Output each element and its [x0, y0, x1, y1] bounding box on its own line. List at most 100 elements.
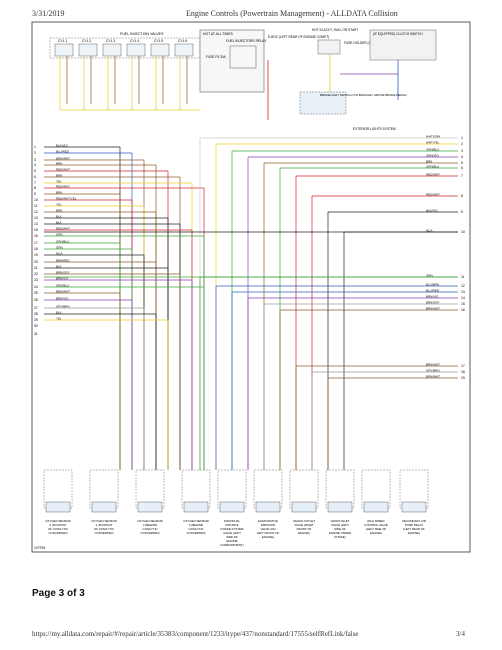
left-wire-label: GRN/BLU	[56, 239, 69, 243]
injector-3-box	[102, 43, 122, 57]
fuse-holder-label: FUSE HOLDER (GLOVE BOX)	[344, 41, 388, 45]
left-wire-label: BRN/GRY	[56, 270, 70, 274]
component-6-symbol	[255, 501, 281, 513]
left-pin-number: 7	[34, 181, 36, 185]
left-wire-label: BRN	[56, 161, 62, 165]
left-pin-number: 24	[34, 285, 38, 289]
brakelight-switch-box	[299, 91, 347, 115]
right-pin-number: 12	[461, 284, 465, 288]
diagram-id: 107976	[34, 546, 45, 550]
component-8-symbol	[327, 501, 353, 513]
footer-url: https://my.alldata.com/repair/#/repair/a…	[32, 630, 359, 638]
left-wire-label: YEL	[56, 202, 62, 206]
injector-4-label: CYL 4	[130, 39, 139, 43]
footer-page: 3/4	[456, 630, 465, 638]
left-pin-number: 8	[34, 186, 36, 190]
right-wire-label: BRN/GRY	[426, 300, 440, 304]
left-pin-number: 6	[34, 175, 36, 179]
right-wire-label: GRN/VIO	[426, 153, 439, 157]
left-wire-label: BRN/VIO	[56, 276, 69, 280]
right-pin-number: 2	[461, 142, 463, 146]
component-7-symbol	[291, 501, 317, 513]
left-wire-label: BRN/WHT	[56, 289, 70, 293]
left-pin-number: 29	[34, 318, 38, 322]
right-pin-number: 6	[461, 166, 463, 170]
right-pin-number: 18	[461, 370, 465, 374]
left-pin-number: 23	[34, 278, 38, 282]
left-pin-number: 28	[34, 312, 38, 316]
injector-6-box	[174, 43, 194, 57]
left-pin-number: 13	[34, 216, 38, 220]
right-pin-number: 1	[461, 136, 463, 140]
left-wire-label: BRN	[56, 208, 62, 212]
left-pin-number: 5	[34, 169, 36, 173]
left-wire-label: BLK	[56, 220, 62, 224]
relay-box	[199, 29, 265, 93]
relay-label: FUEL INJECTORS RELAY	[226, 39, 267, 43]
left-pin-number: 21	[34, 266, 38, 270]
left-wire-label: GRN	[56, 232, 63, 236]
right-pin-number: 15	[461, 302, 465, 306]
left-wire-label: YEL	[56, 316, 62, 320]
right-pin-number: 4	[461, 155, 463, 159]
right-wire-label: GRN/BLU	[426, 164, 439, 168]
right-pin-number: 14	[461, 296, 465, 300]
left-wire-label: BLK	[56, 214, 62, 218]
injector-5-label: CYL 5	[154, 39, 163, 43]
injector-4-box	[126, 43, 146, 57]
left-wire-label: GRN/BLU	[56, 283, 69, 287]
ebox-label: E-BOX (LEFT REAR OF ENGINE COMPT)	[268, 35, 329, 39]
right-pin-number: 7	[461, 174, 463, 178]
injector-6-label: CYL 6	[178, 39, 187, 43]
right-wire-label: RED/WHT	[426, 192, 440, 196]
hot-in-accy-label: HOT IN ACCY, RUN, OR START	[312, 28, 358, 32]
right-wire-label: BRN/VIO	[426, 294, 439, 298]
right-pin-number: 19	[461, 376, 465, 380]
left-pin-number: 2	[34, 151, 36, 155]
right-wire-label: BRN/WHT	[426, 306, 440, 310]
clutch-switch-box	[369, 29, 437, 61]
left-wire-label: RED/WHT	[56, 226, 70, 230]
relay-coil	[229, 45, 257, 69]
hot-at-all-times-label: HOT AT ALL TIMES	[203, 32, 234, 36]
injection-valves-label: FUEL INJECTION VALVES	[120, 32, 164, 36]
left-pin-number: 3	[34, 158, 36, 162]
left-wire-label: BRN	[56, 190, 62, 194]
component-1-symbol	[45, 501, 71, 513]
left-pin-number: 26	[34, 298, 38, 302]
left-pin-number: 15	[34, 228, 38, 232]
left-wire-label: GRN	[56, 245, 63, 249]
right-pin-number: 11	[461, 275, 465, 279]
right-wire-label: BRN/WHT	[426, 374, 440, 378]
left-wire-label: NCA	[56, 251, 62, 255]
component-4-symbol	[183, 501, 209, 513]
right-wire-label: BRN	[426, 159, 432, 163]
left-pin-number: 11	[34, 204, 38, 208]
left-pin-number: 16	[34, 234, 38, 238]
injector-1-label: CYL 1	[58, 39, 67, 43]
injector-1-box	[54, 43, 74, 57]
component-9-symbol	[363, 501, 389, 513]
component-2-symbol	[91, 501, 117, 513]
left-pin-number: 17	[34, 241, 38, 245]
left-wire-label: BLK	[56, 310, 62, 314]
left-wire-label: BRN/VIO	[56, 296, 69, 300]
fuse-holder-box	[317, 39, 341, 55]
left-pin-number: 12	[34, 210, 38, 214]
clutch-switch-label: (IF EQUIPPED) CLUTCH SWITCH	[373, 32, 423, 36]
right-pin-number: 13	[461, 290, 465, 294]
right-pin-number: 3	[461, 149, 463, 153]
component-3-symbol	[137, 501, 163, 513]
left-wire-label: BRN/WHT	[56, 156, 70, 160]
left-wire-label: BRN/RED	[56, 258, 70, 262]
page-label: Page 3 of 3	[32, 588, 85, 599]
component-10-symbol	[401, 501, 427, 513]
right-wire-label: BLU/BRN	[426, 282, 439, 286]
fuse-f5-label: FUSE F5 30A	[206, 55, 227, 59]
right-wire-label: WHT/GRN	[426, 134, 440, 138]
